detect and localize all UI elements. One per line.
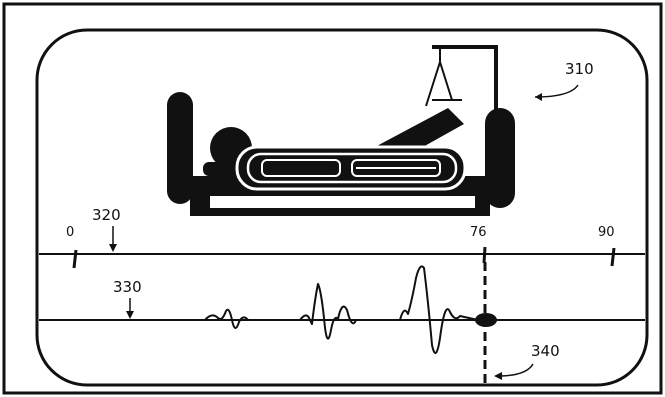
reference-numeral-340: 340 [531,342,560,360]
reference-numeral-330: 330 [113,278,142,296]
tick-label-76: 76 [470,225,487,240]
tick-mark-0 [74,250,76,268]
tick-label-90: 90 [598,225,615,240]
tick-mark-76 [484,247,485,263]
tick-mark-90 [612,248,614,266]
tick-label-0: 0 [66,225,74,240]
reference-numeral-320: 320 [92,206,121,224]
reference-numeral-310: 310 [565,60,594,78]
